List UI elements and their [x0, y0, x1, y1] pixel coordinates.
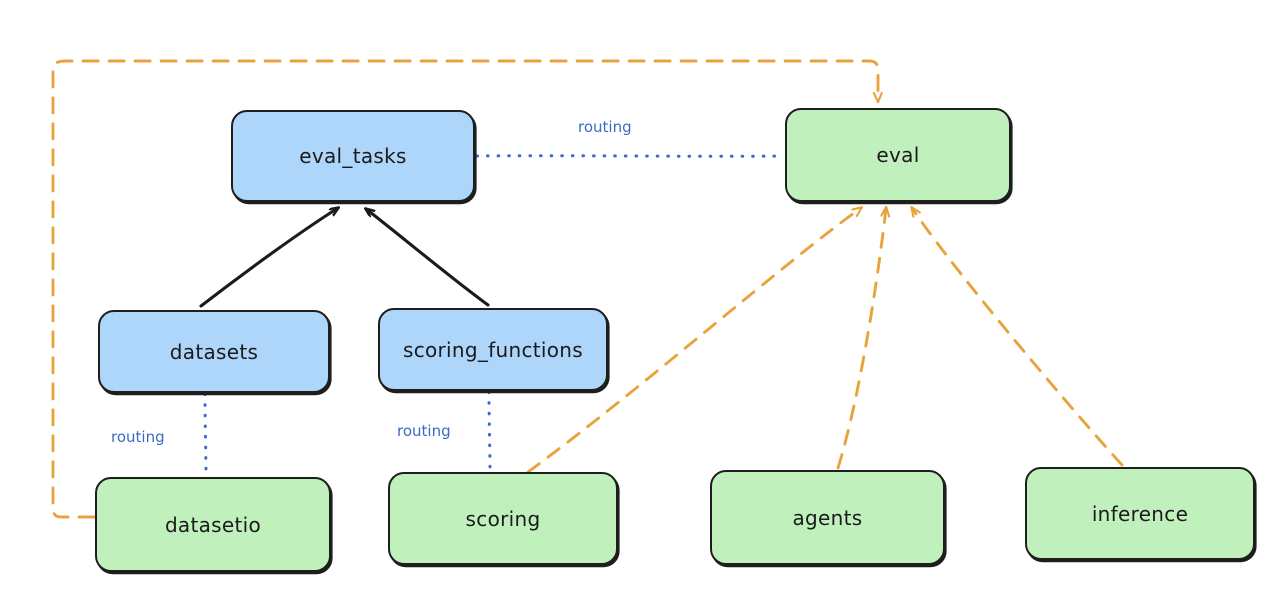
edge-scoring-functions-to-eval-tasks [366, 209, 490, 307]
edge-label-routing-datasets-datasetio: routing [111, 428, 165, 446]
node-datasets[interactable]: datasets [98, 310, 330, 393]
edge-datasets-to-eval-tasks [199, 208, 338, 308]
node-label-scoring-functions: scoring_functions [402, 337, 584, 362]
node-agents[interactable]: agents [710, 470, 945, 565]
node-label-datasetio: datasetio [164, 512, 262, 537]
node-eval-tasks[interactable]: eval_tasks [231, 110, 475, 202]
edge-scoring-functions-to-scoring [487, 390, 492, 474]
node-label-datasets: datasets [169, 339, 259, 364]
edge-inference-to-eval [912, 208, 1124, 467]
node-eval[interactable]: eval [785, 108, 1011, 202]
edge-agents-to-eval [836, 208, 886, 470]
node-label-eval: eval [876, 143, 920, 167]
node-inference[interactable]: inference [1025, 467, 1255, 560]
node-scoring-functions[interactable]: scoring_functions [378, 308, 608, 391]
node-scoring[interactable]: scoring [388, 472, 618, 565]
node-label-inference: inference [1091, 501, 1189, 526]
node-label-eval-tasks: eval_tasks [299, 144, 407, 168]
node-datasetio[interactable]: datasetio [95, 477, 331, 572]
node-label-scoring: scoring [465, 506, 541, 531]
edge-label-routing-eval-tasks-eval: routing [578, 118, 632, 136]
edge-datasets-to-datasetio [203, 392, 208, 479]
edge-eval-tasks-to-eval [475, 154, 786, 158]
node-label-agents: agents [792, 505, 863, 530]
edge-label-routing-scoring-functions-scoring: routing [397, 422, 451, 440]
